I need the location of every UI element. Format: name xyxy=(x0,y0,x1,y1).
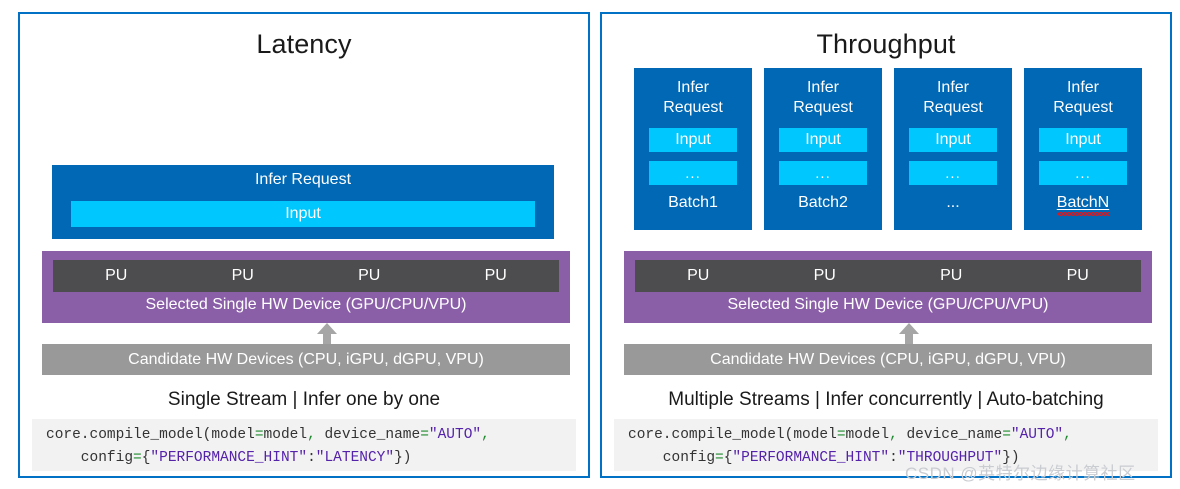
selected-hw-device-band: PU PU PU PU Selected Single HW Device (G… xyxy=(624,251,1152,323)
code-token: , xyxy=(889,427,898,443)
spellcheck-squiggle-icon xyxy=(1056,212,1110,217)
infer-request-card: Infer Request Input ... Batch2 xyxy=(764,68,882,230)
pu-box: PU xyxy=(635,260,762,292)
selected-hw-device-band: PU PU PU PU Selected Single HW Device (G… xyxy=(42,251,570,323)
candidate-hw-devices-band: Candidate HW Devices (CPU, iGPU, dGPU, V… xyxy=(624,344,1152,375)
code-token: { xyxy=(723,450,733,467)
pu-box: PU xyxy=(1014,260,1141,292)
code-token: "LATENCY" xyxy=(315,450,395,467)
code-line-2: config={"PERFORMANCE_HINT":"LATENCY"}) xyxy=(46,450,412,466)
code-token: = xyxy=(1002,427,1011,443)
infer-request-input-chip: Input xyxy=(649,128,737,153)
candidate-hw-devices-band: Candidate HW Devices (CPU, iGPU, dGPU, V… xyxy=(42,344,570,375)
infer-request-card: Infer Request Input ... BatchN xyxy=(1024,68,1142,230)
code-token: = xyxy=(254,427,264,443)
code-token: , xyxy=(1063,427,1072,443)
code-token: "PERFORMANCE_HINT" xyxy=(732,450,890,467)
code-block-throughput: core.compile_model(model=model, device_n… xyxy=(614,419,1158,471)
infer-request-block: Infer Request Input xyxy=(52,165,554,239)
infer-request-cards-row: Infer Request Input ... Batch1 Infer Req… xyxy=(634,68,1142,230)
pu-box: PU xyxy=(432,260,559,292)
code-token: core.compile_model(model xyxy=(628,427,837,443)
infer-request-ellipsis-chip: ... xyxy=(1039,161,1127,186)
arrow-up-icon xyxy=(899,323,919,347)
code-token: { xyxy=(141,450,151,467)
infer-request-label: Infer Request xyxy=(1053,79,1113,116)
infer-request-input-chip: Input xyxy=(1039,128,1127,153)
code-token: model xyxy=(263,427,308,443)
csdn-watermark: CSDN @英特尔边缘计算社区 xyxy=(905,464,1136,483)
code-line-1: core.compile_model(model=model, device_n… xyxy=(46,427,490,443)
code-token: "PERFORMANCE_HINT" xyxy=(150,450,308,467)
code-token: = xyxy=(420,427,429,443)
code-token: = xyxy=(133,450,142,467)
batch-label-text: BatchN xyxy=(1056,194,1110,212)
infer-request-label: Infer Request xyxy=(923,79,983,116)
code-token: "AUTO" xyxy=(1010,427,1064,443)
panel-latency: Latency Infer Request Input PU PU PU PU … xyxy=(18,12,590,478)
infer-request-input-chip: Input xyxy=(779,128,867,153)
batch-label: BatchN xyxy=(1056,194,1110,217)
infer-request-ellipsis-chip: ... xyxy=(649,161,737,186)
code-token: = xyxy=(715,450,724,467)
code-token: "THROUGHPUT" xyxy=(897,450,1003,467)
infer-request-ellipsis-chip: ... xyxy=(779,161,867,186)
selected-hw-device-label: Selected Single HW Device (GPU/CPU/VPU) xyxy=(145,296,467,313)
arrow-up-icon xyxy=(317,323,337,347)
infer-request-label: Infer Request xyxy=(793,79,853,116)
code-token: }) xyxy=(394,450,412,467)
panel-throughput: Throughput Infer Request Input ... Batch… xyxy=(600,12,1172,478)
infer-request-label: Infer Request xyxy=(663,79,723,116)
code-token: model xyxy=(845,427,890,443)
infer-request-card: Infer Request Input ... Batch1 xyxy=(634,68,752,230)
panel-caption-latency: Single Stream | Infer one by one xyxy=(167,389,441,410)
pu-box: PU xyxy=(53,260,180,292)
code-token: , xyxy=(481,427,490,443)
batch-label: Batch2 xyxy=(798,194,848,212)
infer-request-input-bar: Input xyxy=(71,201,535,227)
code-line-2: config={"PERFORMANCE_HINT":"THROUGHPUT"}… xyxy=(628,450,1020,466)
selected-hw-device-label: Selected Single HW Device (GPU/CPU/VPU) xyxy=(727,296,1049,313)
pu-box: PU xyxy=(761,260,888,292)
code-token: device_name xyxy=(897,427,1003,443)
panel-title-throughput: Throughput xyxy=(816,29,956,59)
code-token: }) xyxy=(1002,450,1020,467)
code-token: config xyxy=(628,450,716,467)
infer-request-card: Infer Request Input ... ... xyxy=(894,68,1012,230)
pu-box: PU xyxy=(306,260,433,292)
code-token: device_name xyxy=(315,427,421,443)
infer-request-label: Infer Request xyxy=(254,171,352,188)
code-token: "AUTO" xyxy=(428,427,482,443)
code-block-latency: core.compile_model(model=model, device_n… xyxy=(32,419,576,471)
pu-row: PU PU PU PU xyxy=(635,260,1141,292)
panel-title-latency: Latency xyxy=(256,29,352,59)
code-token: = xyxy=(836,427,846,443)
code-token: : xyxy=(307,450,316,467)
code-token: config xyxy=(46,450,134,467)
code-token: core.compile_model(model xyxy=(46,427,255,443)
pu-box: PU xyxy=(888,260,1015,292)
batch-label: Batch1 xyxy=(668,194,718,212)
infer-request-ellipsis-chip: ... xyxy=(909,161,997,186)
code-line-1: core.compile_model(model=model, device_n… xyxy=(628,427,1072,443)
code-token: , xyxy=(307,427,316,443)
pu-row: PU PU PU PU xyxy=(53,260,559,292)
pu-box: PU xyxy=(179,260,306,292)
infer-request-input-chip: Input xyxy=(909,128,997,153)
batch-label: ... xyxy=(946,194,960,212)
panel-caption-throughput: Multiple Streams | Infer concurrently | … xyxy=(668,389,1104,410)
code-token: : xyxy=(889,450,898,467)
